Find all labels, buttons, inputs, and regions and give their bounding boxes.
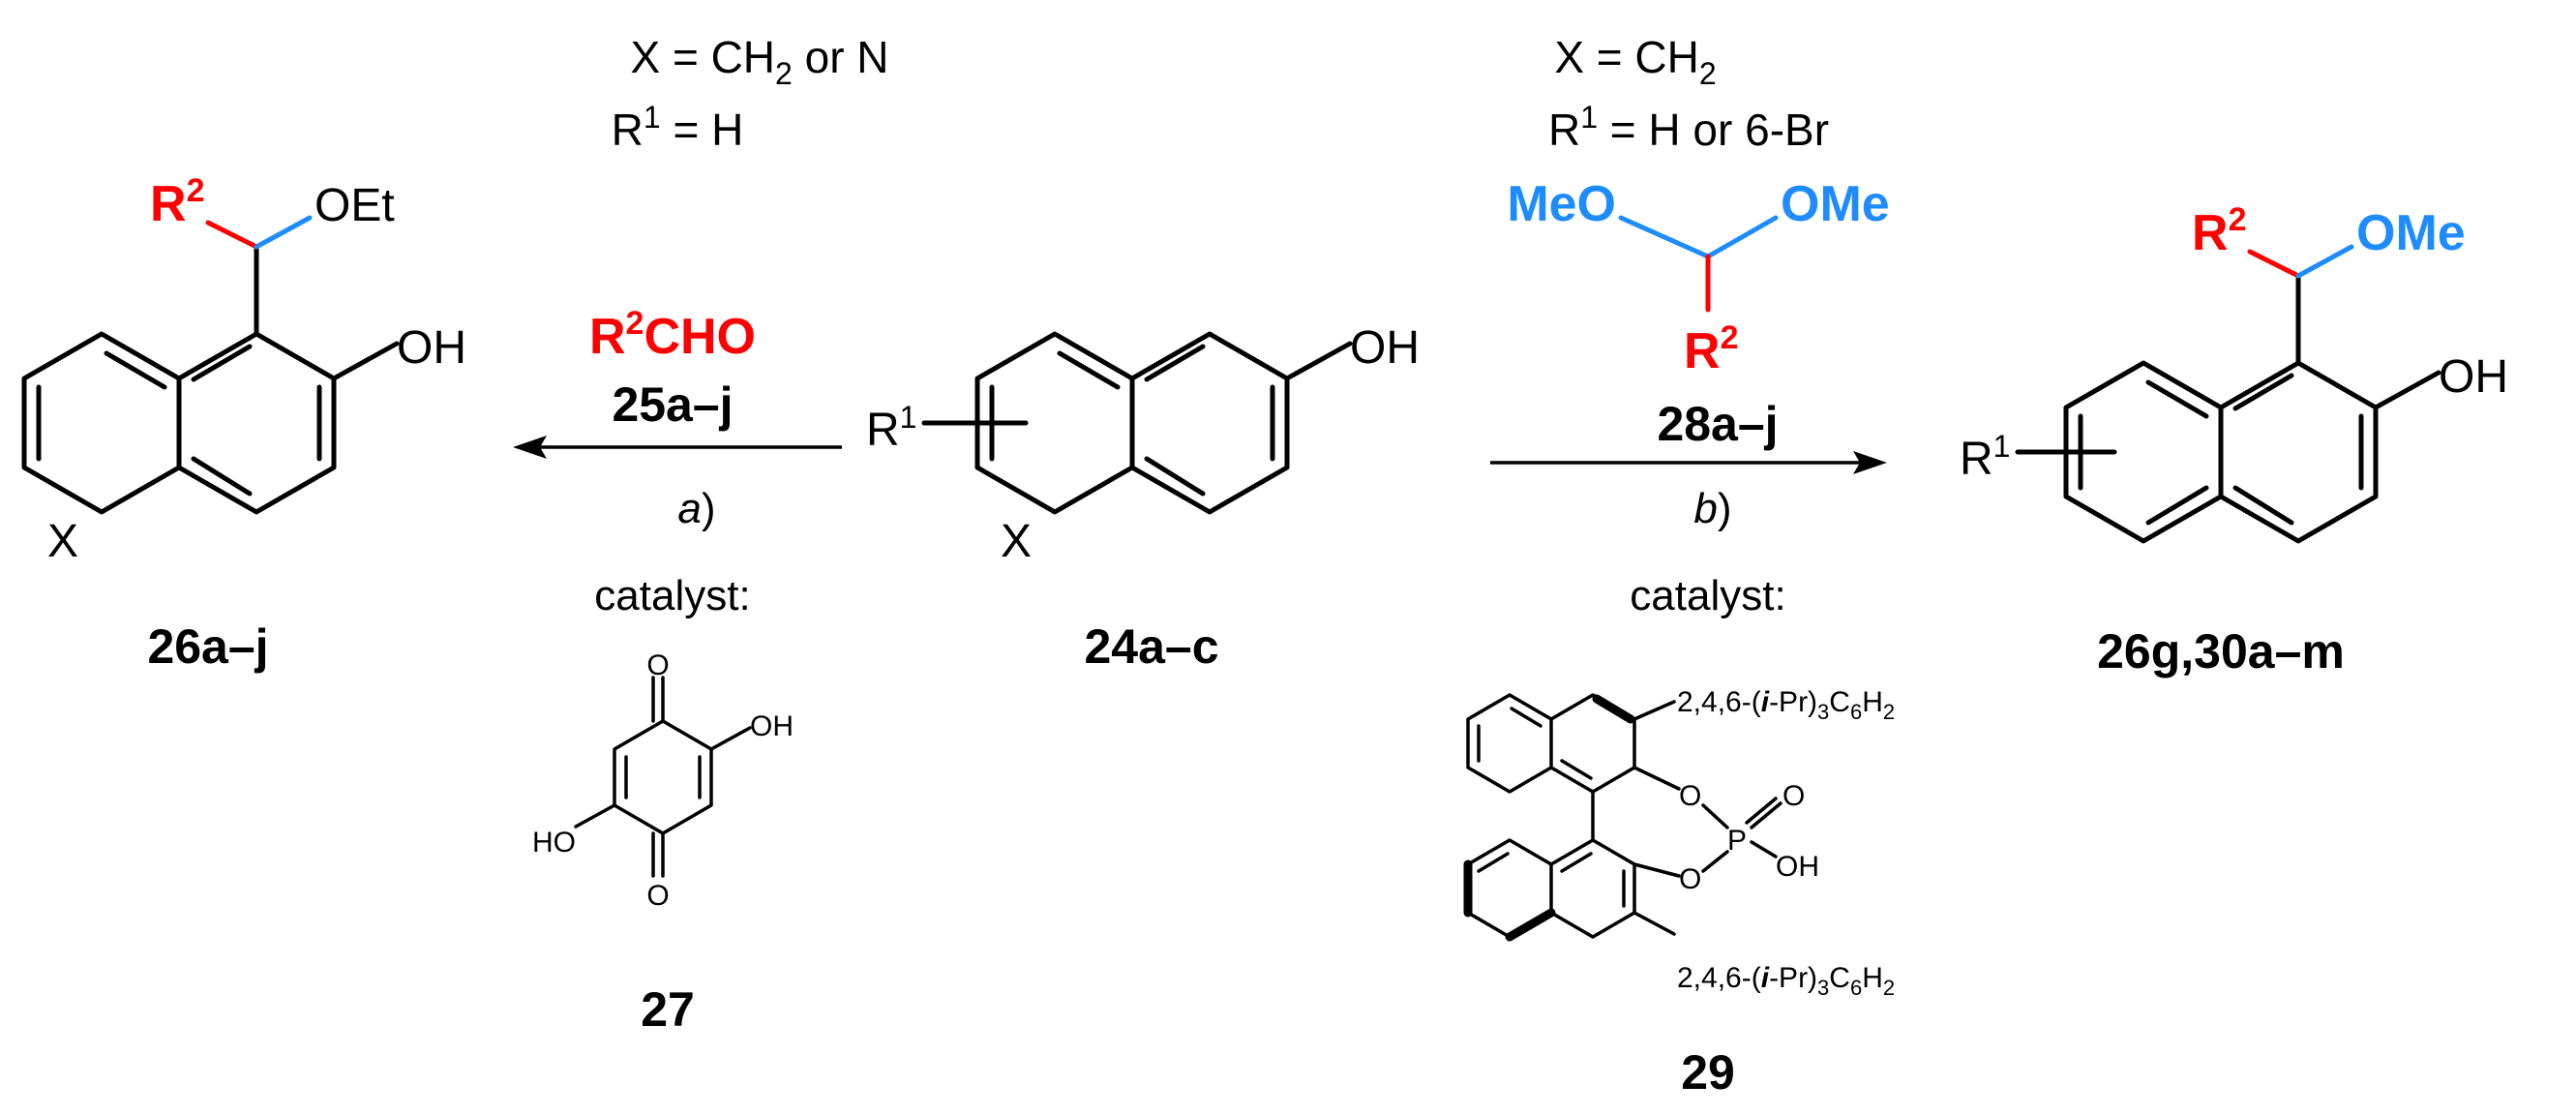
- catalyst-29-bottom-substituent: 2,4,6-(i-Pr)3C6H2: [1677, 962, 1895, 1000]
- product-26-oh: OH: [397, 322, 466, 374]
- catalyst-b-label: catalyst:: [1630, 572, 1785, 619]
- catalyst-29-o-double: O: [1782, 780, 1805, 812]
- reagent-28a-j-label: 28a–j: [1657, 397, 1778, 451]
- substrate-24a-c-structure: [921, 331, 1353, 515]
- product-30-structure: [2015, 244, 2441, 544]
- right-condition-x: X = CH2: [1554, 32, 1716, 91]
- catalyst-29-structure: [1463, 693, 1782, 942]
- product-26g-30a-m-label: 26g,30a–m: [2097, 624, 2345, 678]
- product-30-r1: R1: [1960, 429, 2010, 485]
- product-30-oh: OH: [2439, 351, 2508, 403]
- right-condition-r1: R1 = H or 6-Br: [1548, 100, 1829, 155]
- step-b-label: b): [1693, 485, 1731, 532]
- reagent-28-structure: [1618, 215, 1779, 313]
- arrow-b: [1490, 451, 1887, 474]
- product-26-x-atom: X: [47, 516, 78, 567]
- product-26a-j-structure: [21, 215, 400, 515]
- catalyst-29-p: P: [1727, 825, 1747, 857]
- reagent-28-meo: MeO: [1507, 176, 1616, 232]
- catalyst-a-label: catalyst:: [594, 572, 750, 619]
- left-condition-r1: R1 = H: [612, 100, 744, 155]
- product-26-oet: OEt: [315, 180, 395, 231]
- catalyst-29-top-substituent: 2,4,6-(i-Pr)3C6H2: [1677, 686, 1895, 724]
- catalyst-27-o-bottom: O: [646, 880, 669, 912]
- catalyst-27-o-top: O: [646, 649, 669, 681]
- reagent-25a-j-label: 25a–j: [612, 377, 733, 432]
- product-26-r2: R2: [150, 172, 204, 232]
- product-30-r2: R2: [2192, 201, 2246, 261]
- substrate-24-r1: R1: [866, 400, 916, 456]
- catalyst-29-label: 29: [1681, 1045, 1735, 1100]
- reagent-28-r2: R2: [1684, 319, 1738, 379]
- substrate-24-x-atom: X: [1001, 516, 1032, 567]
- substrate-24-oh: OH: [1350, 322, 1420, 374]
- catalyst-27-label: 27: [641, 982, 695, 1037]
- left-condition-x: X = CH2 or N: [630, 32, 888, 91]
- catalyst-29-o2: O: [1679, 863, 1701, 895]
- catalyst-27-structure: [574, 676, 752, 878]
- catalyst-29-oh: OH: [1776, 851, 1819, 883]
- arrow-a: [513, 436, 842, 459]
- catalyst-27-ho: HO: [532, 827, 576, 859]
- catalyst-29-o1: O: [1679, 780, 1701, 812]
- step-a-label: a): [677, 485, 715, 532]
- product-26a-j-label: 26a–j: [147, 619, 268, 674]
- substrate-24a-c-label: 24a–c: [1084, 619, 1218, 674]
- product-30-ome: OMe: [2356, 205, 2466, 261]
- reagent-28-ome: OMe: [1781, 176, 1890, 232]
- reagent-r2cho: R2CHO: [589, 305, 756, 365]
- catalyst-27-oh: OH: [750, 710, 794, 742]
